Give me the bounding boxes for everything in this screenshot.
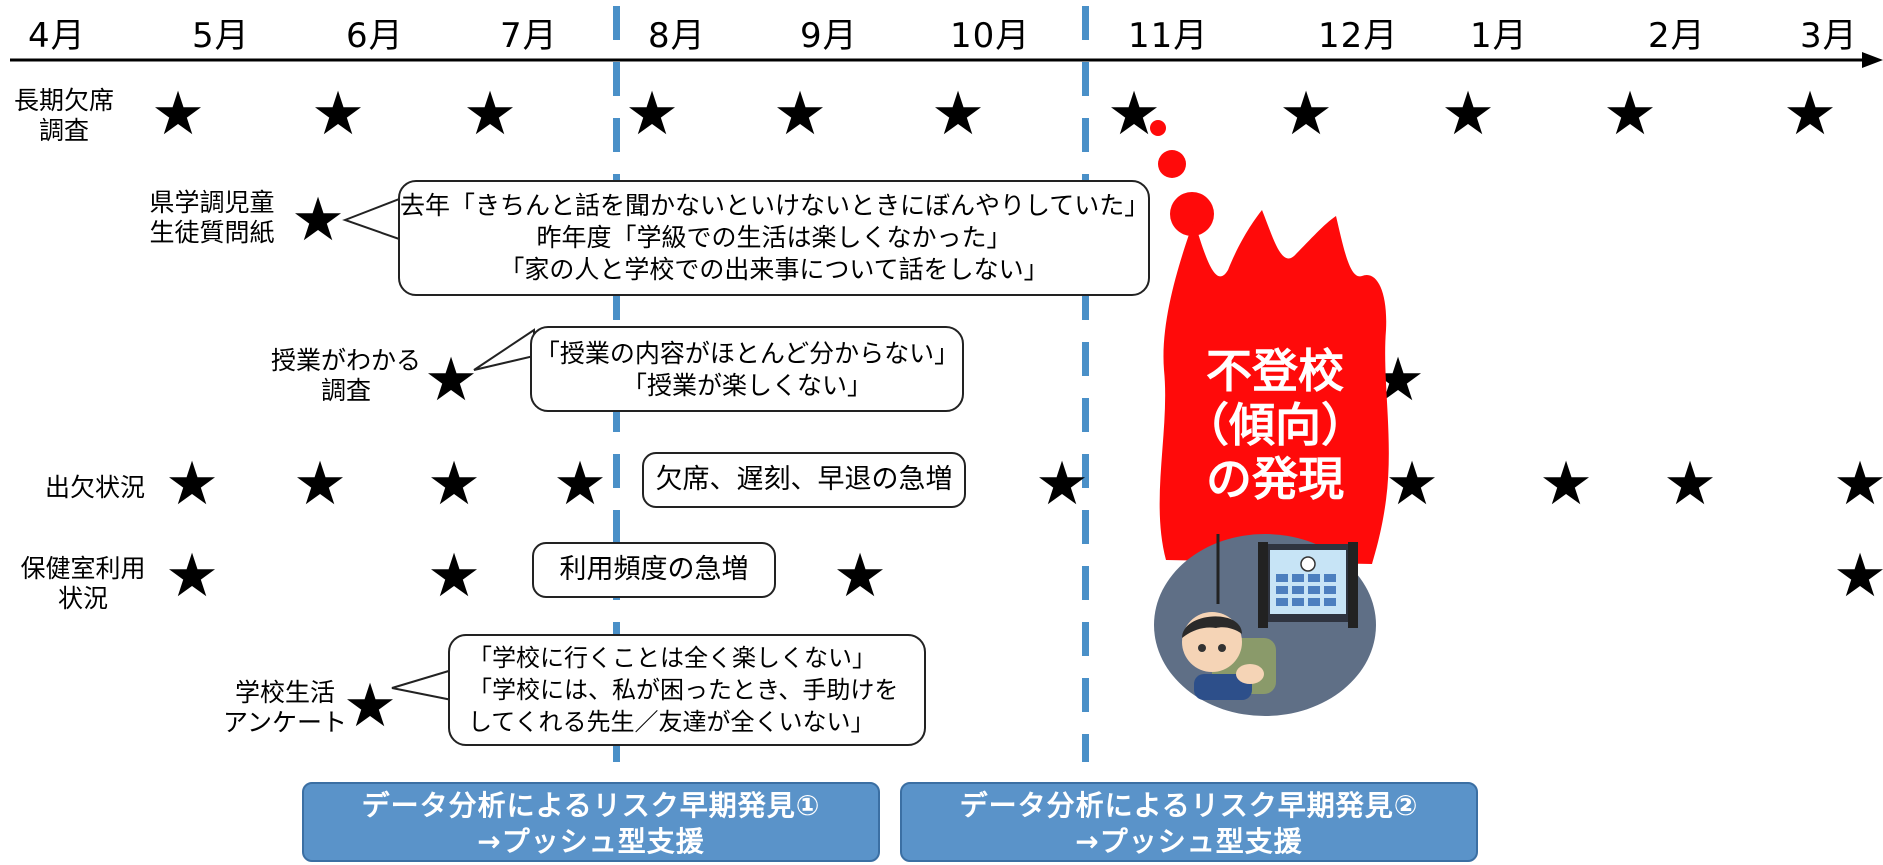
flame-line: 不登校 — [1206, 344, 1344, 398]
timeline-axis — [10, 52, 1883, 68]
month-label-oct: 10月 — [950, 16, 1031, 56]
flame-shape — [1159, 210, 1389, 564]
callout-line: 「学校に行くことは全く楽しくない」 — [468, 644, 876, 672]
row-label-long-absence: 長期欠席 調査 — [13, 86, 114, 145]
star-icon: ★ — [773, 79, 827, 149]
callout-understand: 「授業の内容がほとんど分からない」 「授業が楽しくない」 — [530, 326, 964, 412]
banner-early-detection-1: データ分析によるリスク早期発見① →プッシュ型支援 — [302, 782, 880, 862]
star-icon: ★ — [1385, 449, 1439, 519]
banner-line2: →プッシュ型支援 — [1075, 825, 1303, 858]
star-icon: ★ — [311, 79, 365, 149]
flame-line: の発現 — [1206, 452, 1344, 506]
star-icon: ★ — [1035, 449, 1089, 519]
child-illustration — [1154, 534, 1376, 716]
banner-line2: →プッシュ型支援 — [477, 825, 705, 858]
month-label-apr: 4月 — [28, 16, 86, 56]
month-label-sep: 9月 — [800, 16, 858, 56]
month-label-dec: 12月 — [1318, 16, 1399, 56]
note-attendance: 欠席、遅刻、早退の急増 — [642, 452, 966, 508]
star-icon: ★ — [1783, 79, 1837, 149]
row-label-pref-survey: 県学調児童 生徒質問紙 — [149, 188, 275, 247]
thought-bubble-medium — [1158, 150, 1186, 178]
star-icon: ★ — [427, 541, 481, 611]
callout-line: 「授業の内容がほとんど分からない」 — [534, 339, 960, 368]
star-icon: ★ — [1441, 79, 1495, 149]
callout-line: 去年「きちんと話を聞かないといけないときにぼんやりしていた」 — [400, 191, 1150, 220]
star-icon: ★ — [1279, 79, 1333, 149]
star-icon: ★ — [165, 541, 219, 611]
month-label-nov: 11月 — [1128, 16, 1209, 56]
row-label-infirmary: 保健室利用 状況 — [20, 554, 146, 613]
star-icon: ★ — [1539, 449, 1593, 519]
callout-line: 「学校には、私が困ったとき、手助けを — [468, 676, 899, 704]
star-icon: ★ — [553, 449, 607, 519]
star-icon: ★ — [1603, 79, 1657, 149]
note-infirmary: 利用頻度の急増 — [532, 542, 776, 598]
callout-line: してくれる先生／友達が全くいない」 — [468, 708, 875, 736]
banner-early-detection-2: データ分析によるリスク早期発見② →プッシュ型支援 — [900, 782, 1478, 862]
month-label-jun: 6月 — [346, 16, 404, 56]
banner-line1: データ分析によるリスク早期発見② — [959, 789, 1419, 822]
star-icon: ★ — [1663, 449, 1717, 519]
month-label-aug: 8月 — [648, 16, 706, 56]
callout-school-life: 「学校に行くことは全く楽しくない」 「学校には、私が困ったとき、手助けを してく… — [448, 634, 926, 746]
period-divider-2 — [1082, 6, 1089, 762]
callout-line: 「家の人と学校での出来事について話をしない」 — [499, 255, 1049, 284]
star-icon: ★ — [343, 671, 397, 741]
star-icon: ★ — [931, 79, 985, 149]
banner-line1: データ分析によるリスク早期発見① — [361, 789, 821, 822]
star-icon: ★ — [625, 79, 679, 149]
callout-line: 昨年度「学級での生活は楽しくなかった」 — [536, 223, 1012, 252]
month-label-feb: 2月 — [1648, 16, 1706, 56]
star-icon: ★ — [833, 541, 887, 611]
flame-text: 不登校 （傾向） の発現 — [1170, 344, 1380, 506]
month-label-jan: 1月 — [1470, 16, 1528, 56]
flame-line: （傾向） — [1183, 398, 1367, 452]
row-label-understand-survey: 授業がわかる 調査 — [270, 346, 421, 405]
callout-pref-survey: 去年「きちんと話を聞かないといけないときにぼんやりしていた」 昨年度「学級での生… — [398, 180, 1150, 296]
star-icon: ★ — [293, 449, 347, 519]
star-icon: ★ — [291, 185, 345, 255]
star-icon: ★ — [165, 449, 219, 519]
month-label-jul: 7月 — [500, 16, 558, 56]
callout-line: 「授業が楽しくない」 — [621, 371, 872, 400]
thought-bubble-small — [1150, 120, 1166, 136]
star-icon: ★ — [1833, 541, 1883, 611]
row-label-attendance: 出欠状況 — [44, 473, 145, 502]
month-label-may: 5月 — [192, 16, 250, 56]
month-label-mar: 3月 — [1800, 16, 1858, 56]
star-icon: ★ — [463, 79, 517, 149]
star-icon: ★ — [151, 79, 205, 149]
row-label-school-life: 学校生活 アンケート — [222, 678, 347, 737]
star-icon: ★ — [424, 345, 478, 415]
star-icon: ★ — [1833, 449, 1883, 519]
star-icon: ★ — [427, 449, 481, 519]
